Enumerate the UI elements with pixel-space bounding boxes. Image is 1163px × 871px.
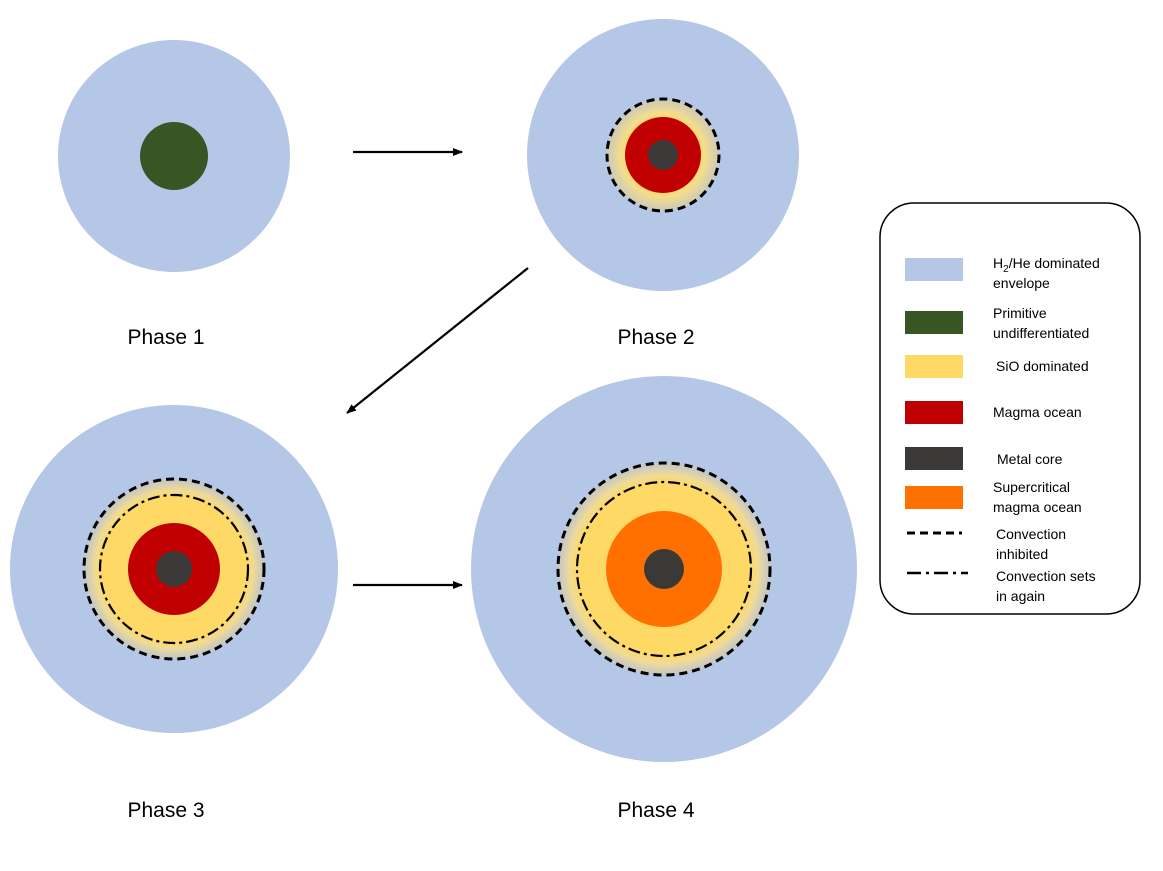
phase-2-metal-core bbox=[648, 140, 678, 170]
legend-label-primitive-line2: undifferentiated bbox=[993, 325, 1089, 341]
legend-label-metal: Metal core bbox=[997, 451, 1063, 467]
phase-3-planet bbox=[10, 405, 338, 733]
legend-label-envelope: H2/He dominated bbox=[993, 255, 1100, 275]
phase-2-planet bbox=[527, 19, 799, 291]
phase-4-label: Phase 4 bbox=[617, 799, 694, 822]
phase-2-label: Phase 2 bbox=[617, 326, 694, 349]
legend-label-sio: SiO dominated bbox=[996, 358, 1089, 374]
legend-label-primitive: Primitive bbox=[993, 305, 1047, 321]
legend-label-envelope-line2: envelope bbox=[993, 275, 1050, 291]
phase-3-label: Phase 3 bbox=[127, 799, 204, 822]
legend-label-inhibited: Convection bbox=[996, 526, 1066, 542]
legend-label-magma: Magma ocean bbox=[993, 404, 1082, 420]
phase-2-convection-inhibited-ring bbox=[605, 97, 721, 213]
phase-1-label: Phase 1 bbox=[127, 326, 204, 349]
legend-swatch-supercritical bbox=[905, 486, 963, 509]
legend-label-sets-in-line2: in again bbox=[996, 588, 1045, 604]
legend-swatch-metal bbox=[905, 447, 963, 470]
legend-box bbox=[879, 202, 1141, 615]
legend-label-supercritical: Supercritical bbox=[993, 479, 1070, 495]
phase-1-planet bbox=[58, 40, 290, 272]
legend-swatch-envelope bbox=[905, 258, 963, 281]
legend: H2/He dominated envelope Primitive undif… bbox=[879, 202, 1141, 615]
legend-swatch-sio bbox=[905, 355, 963, 378]
phase-4-metal-core bbox=[644, 549, 684, 589]
phase-1-primitive-core bbox=[140, 122, 208, 190]
phase-3-convection-sets-in-ring bbox=[98, 493, 250, 645]
phase-4-convection-sets-in-ring bbox=[575, 480, 753, 658]
legend-swatch-magma bbox=[905, 401, 963, 424]
legend-swatch-primitive bbox=[905, 311, 963, 334]
phase-4-planet bbox=[471, 376, 857, 762]
legend-label-inhibited-line2: inhibited bbox=[996, 546, 1048, 562]
legend-label-sets-in: Convection sets bbox=[996, 568, 1096, 584]
legend-label-supercritical-line2: magma ocean bbox=[993, 499, 1082, 515]
phase-3-convection-inhibited-ring bbox=[82, 477, 266, 661]
phase-4-convection-inhibited-ring bbox=[556, 461, 772, 677]
phase-3-metal-core bbox=[156, 551, 192, 587]
arrow-phase-2-to-3 bbox=[346, 267, 529, 414]
